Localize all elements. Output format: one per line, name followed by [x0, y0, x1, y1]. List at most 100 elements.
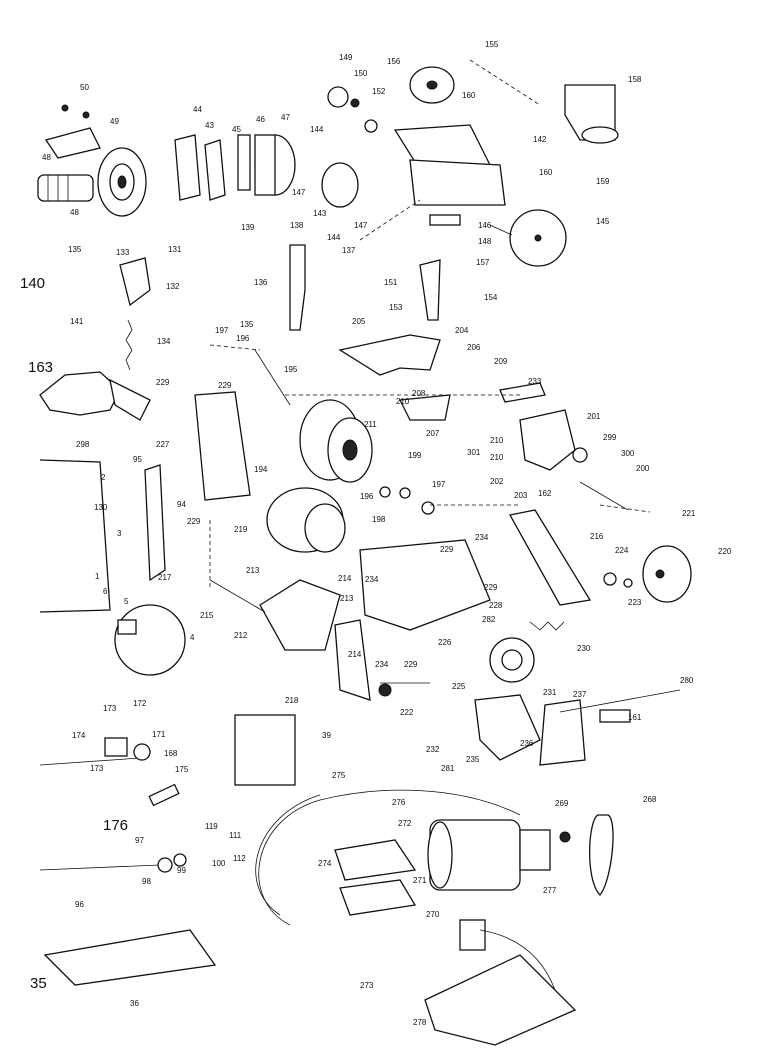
callout-50: 50 [80, 83, 89, 92]
callout-135: 135 [240, 320, 254, 329]
callout-196: 196 [236, 334, 250, 343]
callout-47: 47 [281, 113, 290, 122]
callout-282: 282 [482, 615, 496, 624]
callout-205: 205 [352, 317, 366, 326]
callout-229: 229 [440, 545, 454, 554]
callout-273: 273 [360, 981, 374, 990]
callout-274: 274 [318, 859, 332, 868]
callout-143: 143 [313, 209, 327, 218]
callout-197: 197 [432, 480, 446, 489]
callout-220: 220 [718, 547, 732, 556]
callout-172: 172 [133, 699, 147, 708]
callout-229: 229 [187, 517, 201, 526]
callout-168: 168 [164, 749, 178, 758]
callout-96: 96 [75, 900, 84, 909]
leader-construction-lines [209, 199, 651, 590]
callout-211: 211 [364, 420, 377, 429]
callout-234: 234 [375, 660, 389, 669]
callout-134: 134 [157, 337, 171, 346]
handwheel-clutch-assembly [37, 104, 147, 217]
callout-159: 159 [596, 177, 610, 186]
upper-linkage-parts [338, 334, 629, 511]
callout-94: 94 [177, 500, 186, 509]
callout-147: 147 [354, 221, 368, 230]
callout-139: 139 [241, 223, 255, 232]
callout-222: 222 [400, 708, 414, 717]
callout-272: 272 [398, 819, 412, 828]
callout-269: 269 [555, 799, 569, 808]
callout-130: 130 [94, 503, 108, 512]
callout-212: 212 [234, 631, 248, 640]
callout-148: 148 [478, 237, 492, 246]
callout-207: 207 [426, 429, 440, 438]
callout-160: 160 [539, 168, 553, 177]
callout-202: 202 [490, 477, 504, 486]
callout-49: 49 [110, 117, 119, 126]
callout-210: 210 [490, 436, 504, 445]
callout-231: 231 [543, 688, 557, 697]
callout-198: 198 [372, 515, 386, 524]
callout-268: 268 [643, 795, 657, 804]
callout-48: 48 [70, 208, 79, 217]
callout-229: 229 [484, 583, 498, 592]
callout-236: 236 [520, 739, 534, 748]
callout-133: 133 [116, 248, 130, 257]
callout-5: 5 [124, 597, 129, 606]
callout-271: 271 [413, 876, 427, 885]
callout-157: 157 [476, 258, 490, 267]
callout-301: 301 [467, 448, 481, 457]
callout-219: 219 [234, 525, 248, 534]
callout-136: 136 [254, 278, 268, 287]
callout-175: 175 [175, 765, 189, 774]
callout-275: 275 [332, 771, 346, 780]
callout-214: 214 [338, 574, 352, 583]
callout-132: 132 [166, 282, 180, 291]
callout-112: 112 [233, 854, 246, 863]
callout-300: 300 [621, 449, 635, 458]
callout-217: 217 [158, 573, 172, 582]
bracket-parts-43-47 [174, 134, 296, 201]
cam-stack-and-gears [254, 349, 435, 553]
motor-and-controller [255, 789, 614, 1046]
callout-100: 100 [212, 859, 226, 868]
callout-158: 158 [628, 75, 642, 84]
callout-195: 195 [284, 365, 298, 374]
callout-201: 201 [587, 412, 601, 421]
callout-119: 119 [205, 822, 218, 831]
callout-138: 138 [290, 221, 304, 230]
callout-226: 226 [438, 638, 452, 647]
callout-147: 147 [292, 188, 306, 197]
callout-36: 36 [130, 999, 139, 1008]
callout-237: 237 [573, 690, 587, 699]
callout-209: 209 [494, 357, 508, 366]
callout-2: 2 [101, 473, 106, 482]
callout-141: 141 [70, 317, 84, 326]
callout-278: 278 [413, 1018, 427, 1027]
callout-97: 97 [135, 836, 144, 845]
callout-281: 281 [441, 764, 455, 773]
callout-227: 227 [156, 440, 170, 449]
callout-3: 3 [117, 529, 122, 538]
callout-131: 131 [168, 245, 182, 254]
callout-280: 280 [680, 676, 694, 685]
callout-135: 135 [68, 245, 82, 254]
callout-210: 210 [396, 397, 410, 406]
callout-233: 233 [528, 377, 542, 386]
callout-228: 228 [489, 601, 503, 610]
callout-194: 194 [254, 465, 268, 474]
callout-46: 46 [256, 115, 265, 124]
top-center-mechanism [321, 59, 619, 267]
callout-48: 48 [42, 153, 51, 162]
callout-229: 229 [218, 381, 232, 390]
callout-144: 144 [327, 233, 341, 242]
callout-35: 35 [30, 975, 47, 992]
callout-204: 204 [455, 326, 469, 335]
callout-39: 39 [322, 731, 331, 740]
callout-99: 99 [177, 866, 186, 875]
callout-223: 223 [628, 598, 642, 607]
callout-235: 235 [466, 755, 480, 764]
callout-154: 154 [484, 293, 498, 302]
callout-137: 137 [342, 246, 356, 255]
callout-213: 213 [246, 566, 260, 575]
